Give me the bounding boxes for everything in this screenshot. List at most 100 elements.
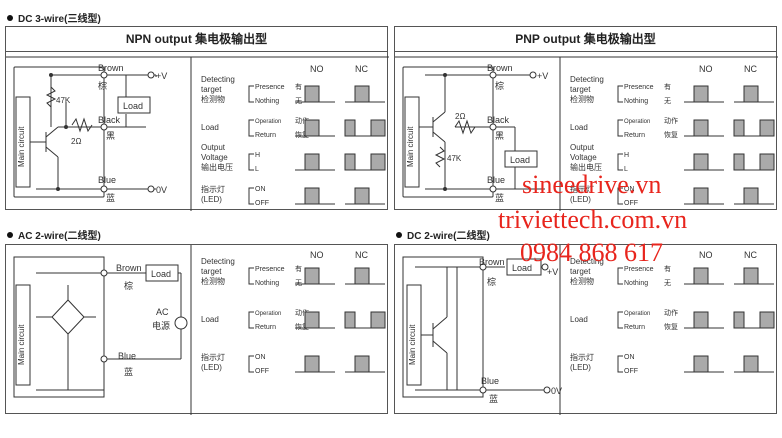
label-presence-cn: 有 [295,264,302,273]
pulse-nc-a [344,119,356,137]
pnp-black: Black [487,115,510,125]
label-operation: Operation [255,119,281,125]
col-no: NO [699,64,713,74]
label-operation: Operation [255,311,281,317]
col-no: NO [310,64,324,74]
pulse-nc-b [759,153,775,171]
ac2-load: Load [151,269,171,279]
pnp-diagram: Main circuit Brown 棕 Black 黑 Blue 蓝 +V L… [395,56,778,211]
label-led: (LED) [570,195,591,204]
col-nc: NC [744,250,757,260]
dc2-load: Load [512,263,532,273]
npn-r1: 47K [56,96,71,105]
npn-black: Black [98,115,121,125]
pulse-nc [354,267,370,285]
label-operation-cn: 动作 [664,308,678,317]
ac2-blue: Blue [118,351,136,361]
pulse-no [693,355,709,373]
label-output-voltage: Voltage [201,153,228,162]
label-off: OFF [624,368,638,375]
bracket-mark [617,119,623,137]
label-led: 指示灯 [201,184,225,194]
label-detecting: 检测物 [201,94,225,104]
bracket-mark [617,187,623,205]
col-no: NO [699,250,713,260]
label-operation: Operation [624,119,650,125]
label-output-voltage: Output [570,143,595,152]
label-load: Load [570,315,588,324]
label-h: H [624,152,629,159]
pulse-nc [743,85,759,103]
npn-blue-cn: 蓝 [106,192,115,203]
label-nothing: Nothing [624,98,648,105]
label-load: Load [201,315,219,324]
label-led: (LED) [201,195,222,204]
pnp-r2: 47K [447,154,462,163]
pnp-r1: 2Ω [455,112,465,121]
label-led: 指示灯 [201,352,225,362]
bracket-mark [248,119,254,137]
label-load: Load [201,123,219,132]
pulse-nc [743,187,759,205]
label-h: H [255,152,260,159]
label-detecting: 检测物 [570,94,594,104]
label-presence: Presence [255,266,285,273]
pnp-plus-v: +V [537,71,548,81]
ac2-blue-cn: 蓝 [124,366,133,377]
pulse-nc [743,355,759,373]
dc3-heading: DC 3-wire(三线型) [7,10,101,25]
label-return-cn: 恢复 [664,322,678,331]
npn-r2: 2Ω [71,137,81,146]
npn-panel: NPN output 集电极输出型 [5,26,389,211]
pulse-nc-b [370,311,386,329]
label-output-voltage: 输出电压 [201,162,233,172]
dc2-zero-v: 0V [551,386,562,396]
pulse-no [304,267,320,285]
label-on: ON [255,354,266,361]
ac2-ac: AC [156,307,169,317]
ac2-ac-cn: 电源 [152,320,170,331]
pulse-no [304,85,320,103]
ac2-panel: Main circuit Brown 棕 Blue 蓝 Load AC 电源 [5,244,388,415]
label-off: OFF [255,200,269,207]
npn-zero-v: 0V [156,185,167,195]
label-output-voltage: Voltage [570,153,597,162]
npn-title: NPN output 集电极输出型 [6,27,387,52]
label-l: L [624,166,628,173]
label-load: Load [570,123,588,132]
bracket-mark [617,311,623,329]
col-no: NO [310,250,324,260]
label-detecting: Detecting [201,257,235,266]
bracket-mark [248,355,254,373]
label-detecting: target [201,85,222,94]
pulse-nc [354,187,370,205]
npn-load: Load [123,101,143,111]
label-nothing-cn: 无 [664,97,671,105]
label-on: ON [255,186,266,193]
col-nc: NC [355,250,368,260]
label-detecting: target [570,267,591,276]
pulse-no [304,355,320,373]
bracket-mark [248,153,254,171]
label-nothing: Nothing [255,98,279,105]
pulse-no [304,187,320,205]
label-led: (LED) [570,363,591,372]
pnp-blue-cn: 蓝 [495,192,504,203]
dc2-panel: Main circuit Brown 棕 Blue 蓝 Load +V 0V [394,244,777,415]
watermark-line2: triviettech.com.vn [498,205,688,234]
pulse-no [693,85,709,103]
label-operation-cn: 动作 [664,116,678,125]
dc2-blue-cn: 蓝 [489,393,498,404]
pulse-no [693,153,709,171]
pulse-no [693,311,709,329]
pulse-no [693,119,709,137]
label-detecting: Detecting [201,75,235,84]
label-detecting: Detecting [570,257,604,266]
bracket-mark [617,85,623,103]
label-return: Return [624,324,645,331]
label-on: ON [624,354,635,361]
bracket-mark [248,187,254,205]
label-operation-cn: 动作 [295,308,309,317]
label-operation: Operation [624,311,650,317]
